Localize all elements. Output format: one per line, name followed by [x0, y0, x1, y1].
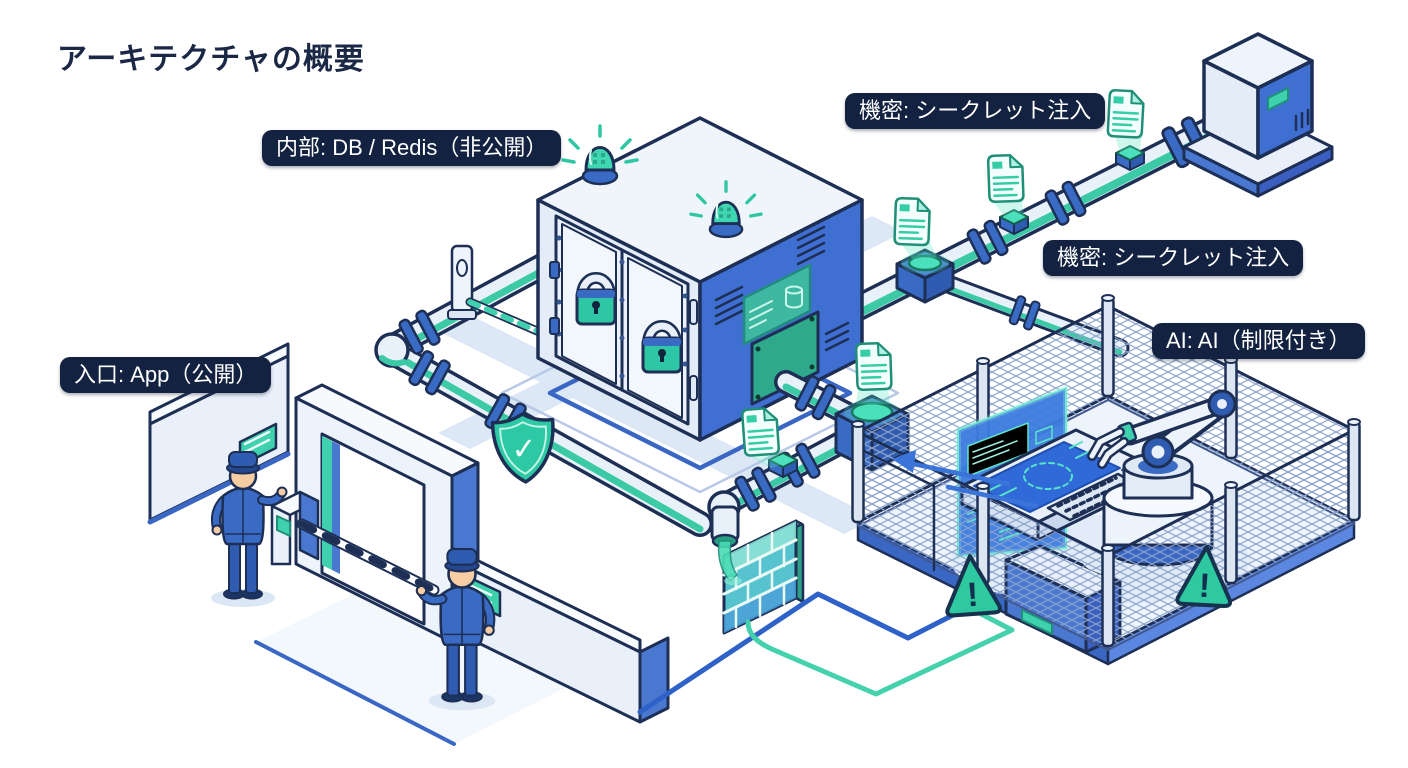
- label-entry-app: 入口: App（公開）: [60, 357, 272, 393]
- pipe-flange: [750, 310, 820, 406]
- ai-enclosure: [850, 293, 1362, 666]
- mini-barrier: [447, 244, 549, 339]
- vault-screen: [742, 263, 812, 346]
- firewall: [722, 519, 805, 635]
- console-touchscreen: [973, 441, 1121, 513]
- barrier-arm: [296, 518, 440, 596]
- shield-check-icon: ✓: [490, 412, 555, 484]
- secret-injection-points: [740, 88, 1146, 478]
- label-internal-db-redis: 内部: DB / Redis（非公開）: [262, 130, 562, 166]
- check-mark: ✓: [511, 432, 538, 466]
- data-stream: [717, 540, 742, 585]
- document-icon: [854, 341, 893, 392]
- data-flow-arrow: [892, 450, 1039, 509]
- secret-port: [850, 401, 894, 423]
- kiosk-screen: [276, 515, 291, 537]
- padlock-icon: [641, 320, 683, 374]
- fence-front: [850, 417, 1362, 651]
- gate-wall-right: [450, 546, 670, 724]
- vault: [536, 116, 864, 442]
- document-icon: [1106, 88, 1146, 139]
- vault-vents: [714, 225, 850, 352]
- page-title: アーキテクチャの概要: [57, 43, 365, 76]
- vault-doors: [549, 214, 698, 426]
- padlock-icon: [575, 272, 617, 326]
- document-icon: [893, 196, 932, 247]
- label-secret-injection-mid: 機密: シークレット注入: [1043, 240, 1304, 276]
- secret-port: [907, 254, 943, 272]
- junction-box: [895, 248, 955, 304]
- console-slot: [1021, 609, 1053, 635]
- label-secret-injection-top: 機密: シークレット注入: [845, 93, 1106, 129]
- document-icon: [740, 406, 781, 458]
- server-box: [1182, 32, 1334, 198]
- document-icon: [986, 153, 1025, 204]
- label-ai-restricted: AI: AI（制限付き）: [1152, 323, 1365, 359]
